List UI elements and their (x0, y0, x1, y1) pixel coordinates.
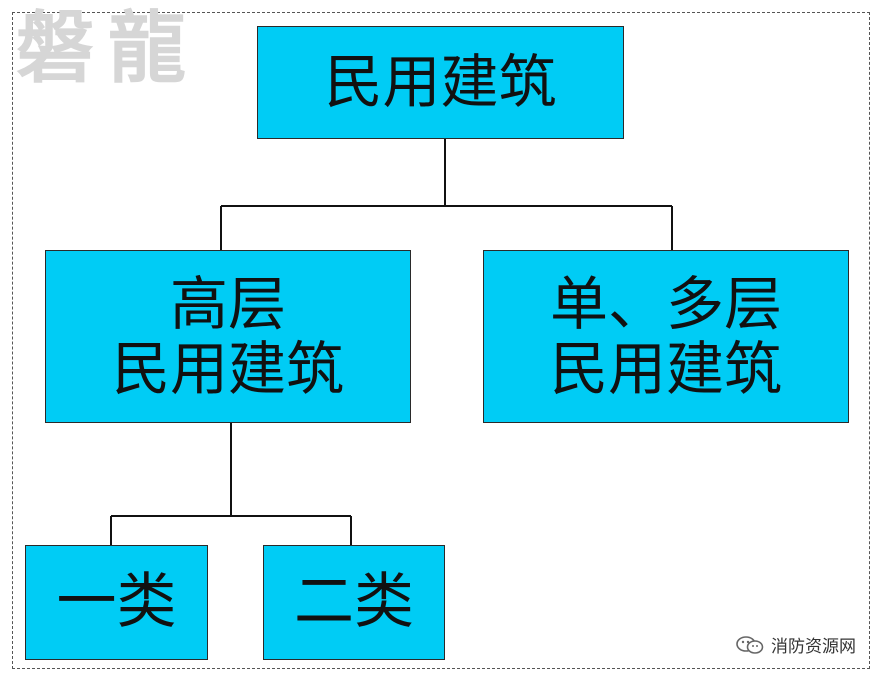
node-class-1: 一类 (25, 545, 208, 660)
source-credit: 消防资源网 (735, 632, 856, 657)
node-low-rise: 单、多层 民用建筑 (483, 250, 849, 423)
node-low-rise-line-1: 单、多层 (549, 269, 782, 338)
node-class-1-label: 一类 (56, 566, 177, 637)
node-civil-buildings-label: 民用建筑 (324, 48, 557, 117)
node-high-rise-line-2: 民用建筑 (111, 334, 344, 403)
node-civil-buildings: 民用建筑 (257, 26, 624, 139)
node-class-2: 二类 (263, 545, 445, 660)
node-high-rise-line-1: 高层 (169, 269, 286, 338)
node-low-rise-line-2: 民用建筑 (549, 334, 782, 403)
wechat-icon (736, 635, 764, 654)
node-class-2-label: 二类 (294, 566, 414, 637)
node-high-rise: 高层 民用建筑 (45, 250, 411, 423)
source-label: 消防资源网 (771, 637, 856, 657)
watermark: 磐龍 (16, 4, 201, 94)
dashed-frame (12, 12, 870, 669)
